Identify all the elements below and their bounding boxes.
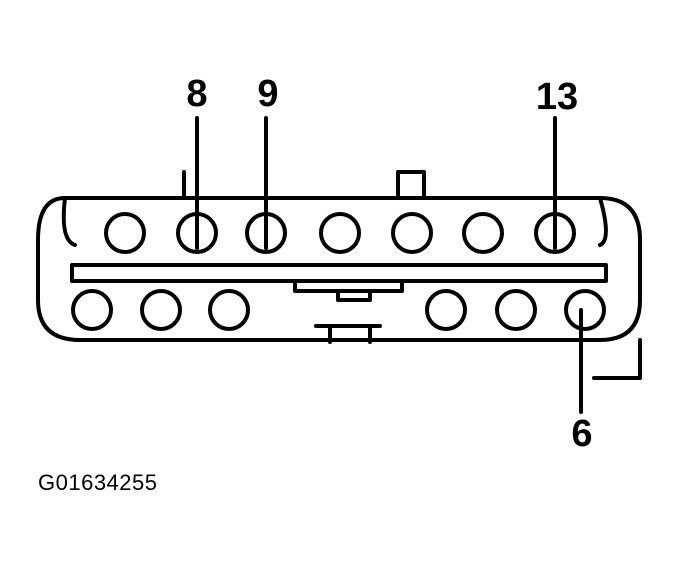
- pin-bottom-4: [425, 289, 467, 331]
- key-upper: [293, 281, 404, 293]
- key-mid: [336, 289, 372, 302]
- latch-top: [396, 170, 426, 200]
- pin-top-6: [462, 212, 504, 254]
- pin-top-5: [391, 212, 433, 254]
- connector-housing: [36, 196, 642, 342]
- housing-bevel-right: [598, 196, 608, 247]
- housing-bevel-left: [61, 196, 77, 247]
- pin-bottom-2: [140, 289, 182, 331]
- pin-top-4: [319, 212, 361, 254]
- label-pin-9: 9: [257, 73, 278, 115]
- key-bottom-block: [328, 324, 372, 344]
- pin-bottom-1: [71, 289, 113, 331]
- divider-bar: [70, 263, 608, 283]
- pin-6: [564, 289, 606, 331]
- label-pin-6: 6: [571, 413, 592, 455]
- pin-top-1: [104, 212, 146, 254]
- pin-bottom-5: [495, 289, 537, 331]
- label-pin-8: 8: [186, 73, 207, 115]
- figure-id-caption: G01634255: [38, 470, 158, 495]
- label-pin-13: 13: [536, 76, 578, 118]
- side-bracket: [592, 338, 642, 380]
- pin-bottom-3: [208, 289, 250, 331]
